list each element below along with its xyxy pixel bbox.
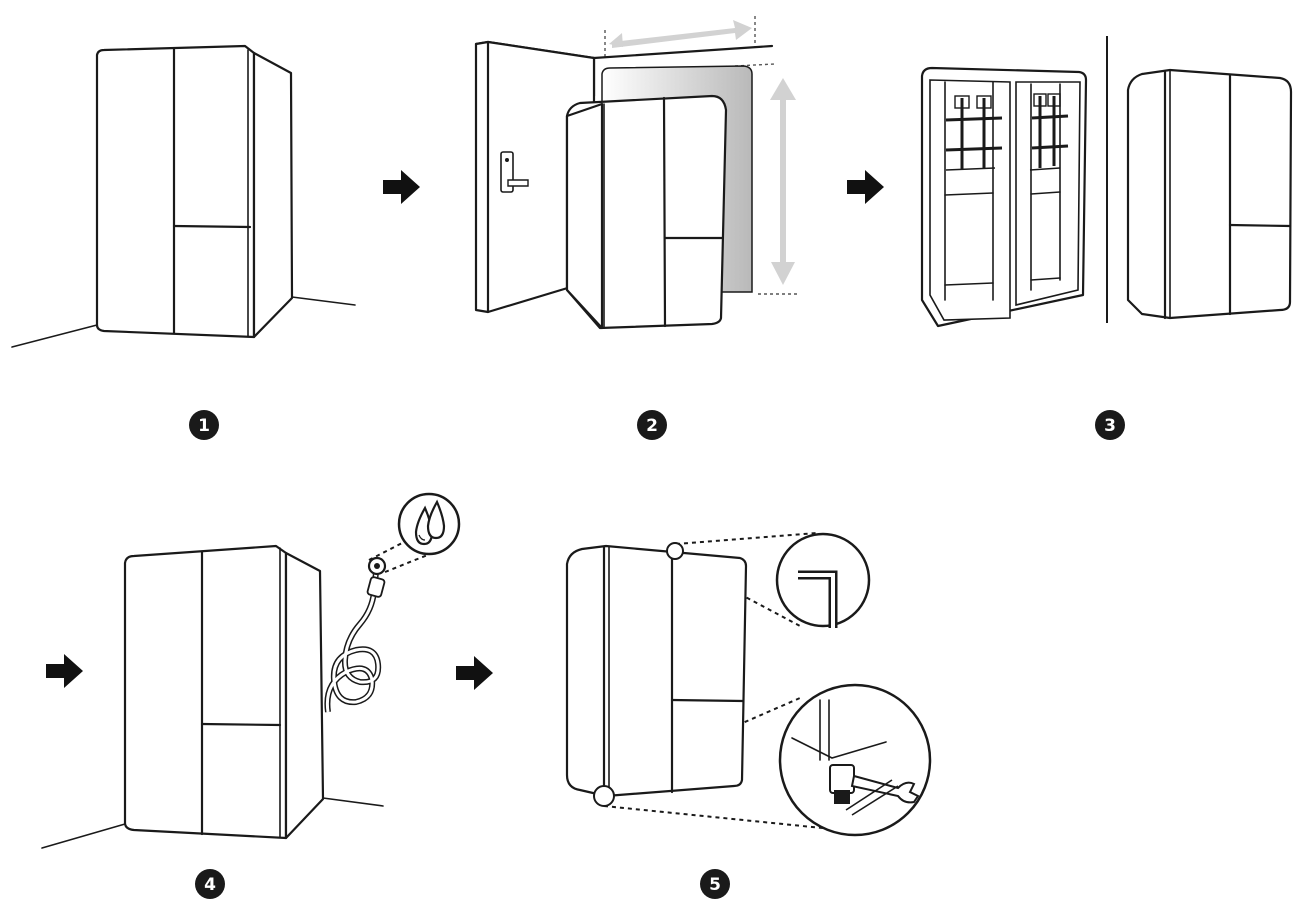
flow-arrow-icon (847, 170, 884, 204)
flow-arrow-icon (383, 170, 420, 204)
step-badge: 3 (1095, 410, 1125, 440)
step-3-doors-removed (920, 36, 1293, 328)
step-number: 4 (204, 875, 216, 895)
hex-key-icon (798, 570, 838, 628)
step-2-measure-doorway (474, 16, 800, 330)
water-drops-icon (414, 499, 446, 546)
step-number: 5 (709, 875, 721, 895)
flow-arrow-icon (456, 656, 493, 690)
step-5-leveling-adjustment (565, 532, 932, 837)
measure-arrow-icon (609, 20, 752, 48)
step-badge: 2 (637, 410, 667, 440)
measure-arrow-icon (770, 78, 796, 285)
step-4-water-connection (41, 492, 461, 849)
step-number: 2 (646, 416, 658, 436)
water-hose-icon (324, 556, 387, 713)
step-number: 3 (1104, 416, 1116, 436)
step-number: 1 (198, 416, 210, 436)
flow-arrow-icon (46, 654, 83, 688)
step-badge: 5 (700, 869, 730, 899)
step-1-fridge-in-corner (11, 44, 356, 348)
step-badge: 1 (189, 410, 219, 440)
wrench-icon (791, 699, 920, 816)
step-badge: 4 (195, 869, 225, 899)
